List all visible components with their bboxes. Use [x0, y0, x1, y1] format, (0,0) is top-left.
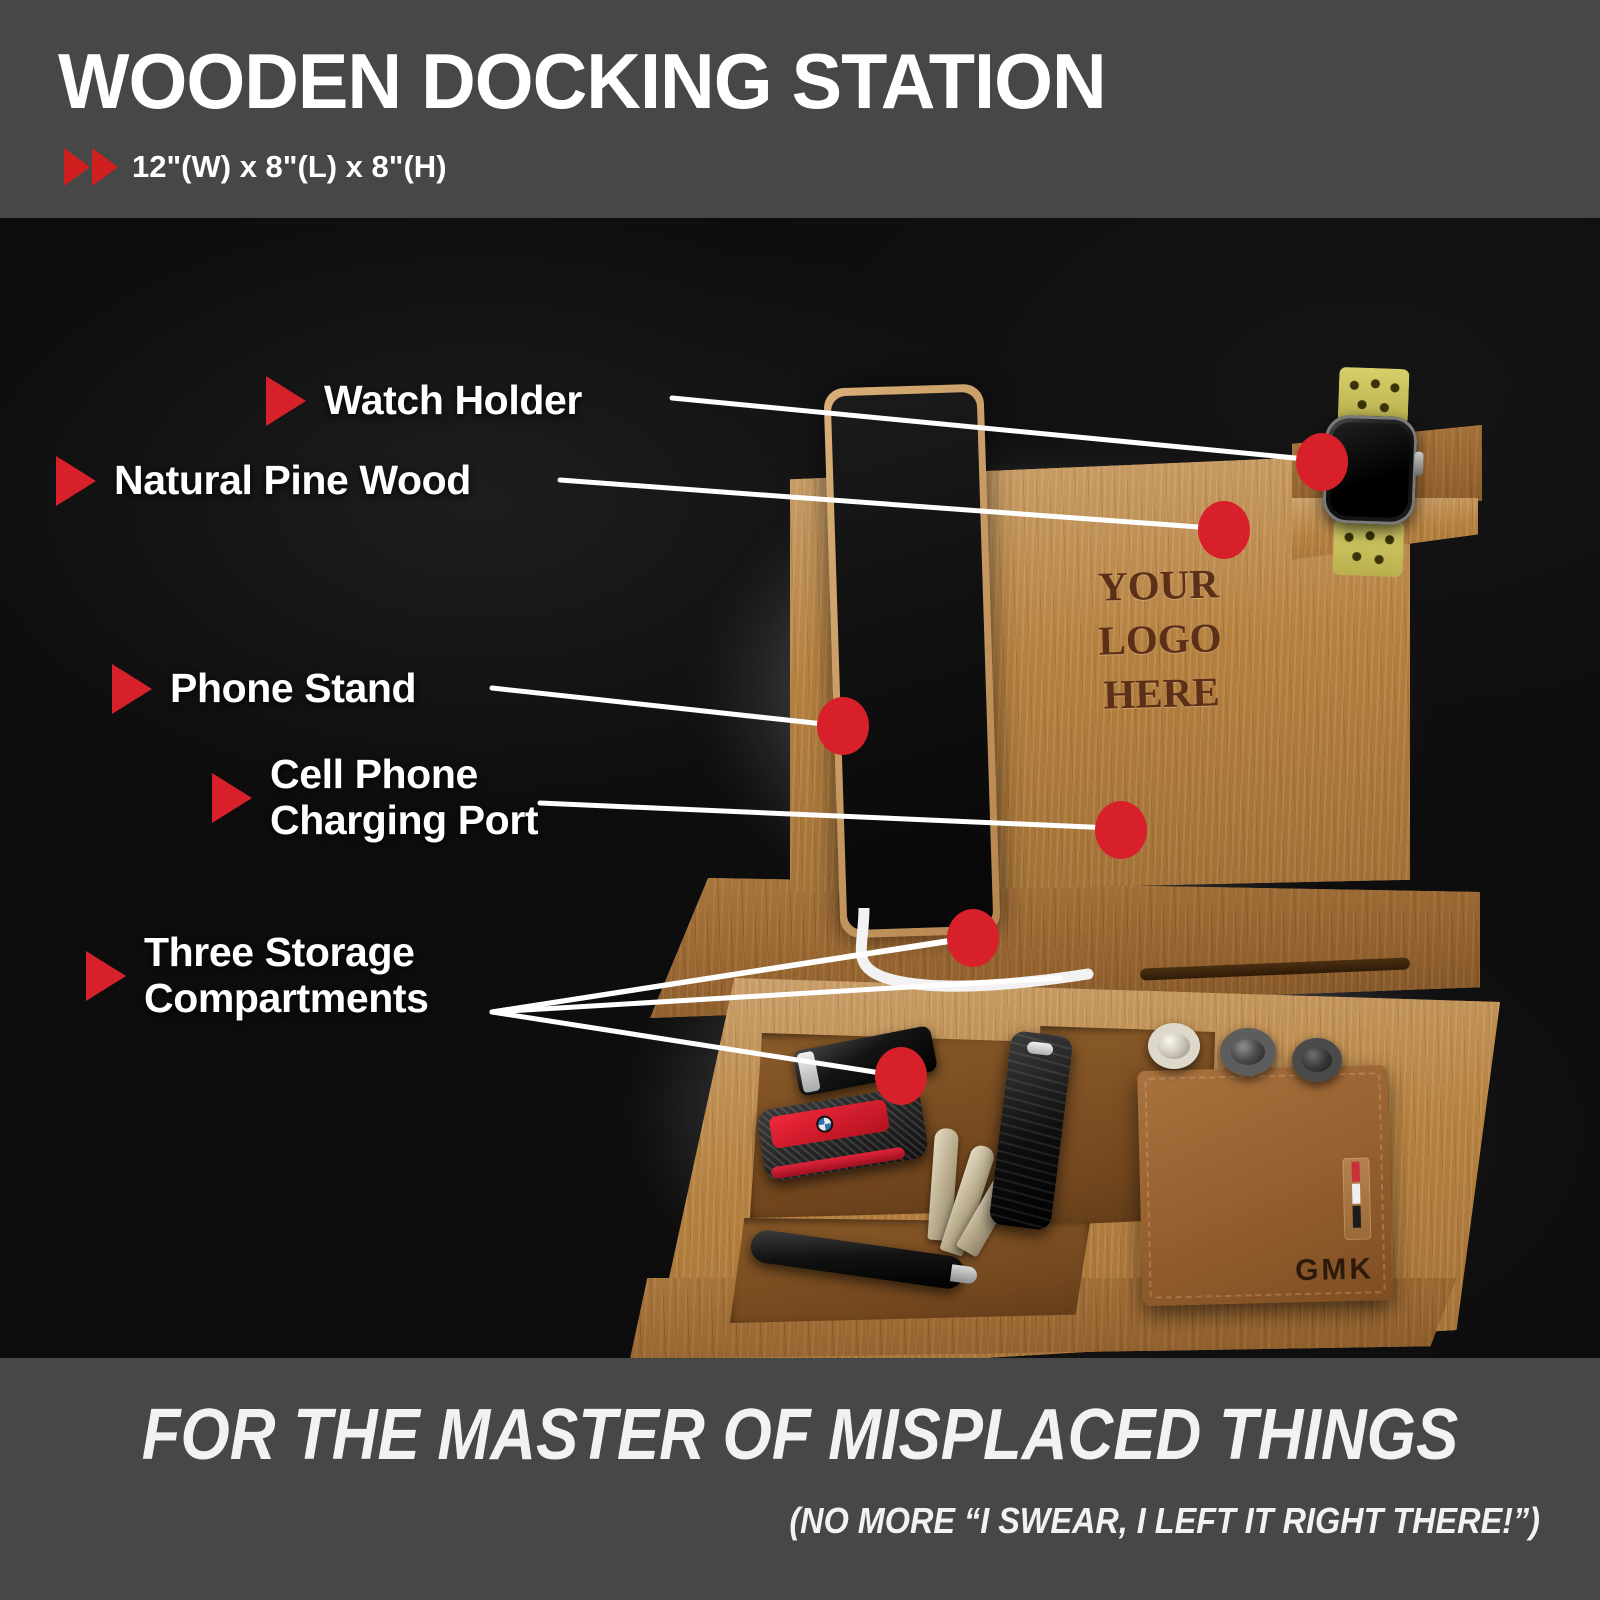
callout-three-storage-compartments[interactable]: Three Storage Compartments — [86, 929, 429, 1022]
callout-label: Watch Holder — [324, 377, 582, 424]
red-triangle-icon — [212, 772, 252, 823]
callout-label: Phone Stand — [170, 665, 417, 712]
hotspot-dot-pine-wood — [1198, 501, 1250, 559]
red-triangle-icon — [112, 664, 152, 714]
double-right-triangle-icon — [64, 148, 118, 186]
hotspot-dot-phone-stand — [817, 697, 869, 755]
hotspot-dot-charging-port — [1095, 801, 1147, 859]
header-band: WOODEN DOCKING STATION 12"(W) x 8"(L) x … — [0, 0, 1600, 218]
callout-phone-stand[interactable]: Phone Stand — [112, 664, 417, 714]
callout-natural-pine-wood[interactable]: Natural Pine Wood — [56, 456, 471, 506]
tagline: FOR THE MASTER OF MISPLACED THINGS — [141, 1395, 1459, 1475]
callout-charging-port[interactable]: Cell Phone Charging Port — [212, 751, 539, 844]
callout-watch-holder[interactable]: Watch Holder — [266, 376, 582, 426]
hotspot-dot-watch-holder — [1296, 433, 1348, 491]
hotspot-dot-compartment-1 — [947, 909, 999, 967]
sub-tagline: (NO MORE “I SWEAR, I LEFT IT RIGHT THERE… — [789, 1500, 1540, 1541]
ring-slot-1 — [1148, 1023, 1200, 1069]
leader-lines — [489, 395, 1348, 1105]
callout-label: Natural Pine Wood — [114, 457, 471, 504]
product-photo-stage: GMK YOUR LOGO HERE — [0, 218, 1600, 1358]
dimensions-row: 12"(W) x 8"(L) x 8"(H) — [64, 148, 447, 186]
red-triangle-icon — [86, 950, 126, 1001]
hotspot-dot-compartment-3 — [875, 1047, 927, 1105]
footer-band: FOR THE MASTER OF MISPLACED THINGS (NO M… — [0, 1358, 1600, 1600]
dimensions-text: 12"(W) x 8"(L) x 8"(H) — [132, 149, 447, 184]
red-triangle-icon — [56, 456, 96, 506]
callout-label: Cell Phone Charging Port — [270, 751, 539, 843]
red-triangle-icon — [266, 376, 306, 426]
callout-label: Three Storage Compartments — [144, 929, 429, 1021]
ring-slot-3 — [1292, 1038, 1342, 1082]
page-title: WOODEN DOCKING STATION — [58, 37, 1107, 125]
ring-slot-2 — [1220, 1028, 1276, 1076]
